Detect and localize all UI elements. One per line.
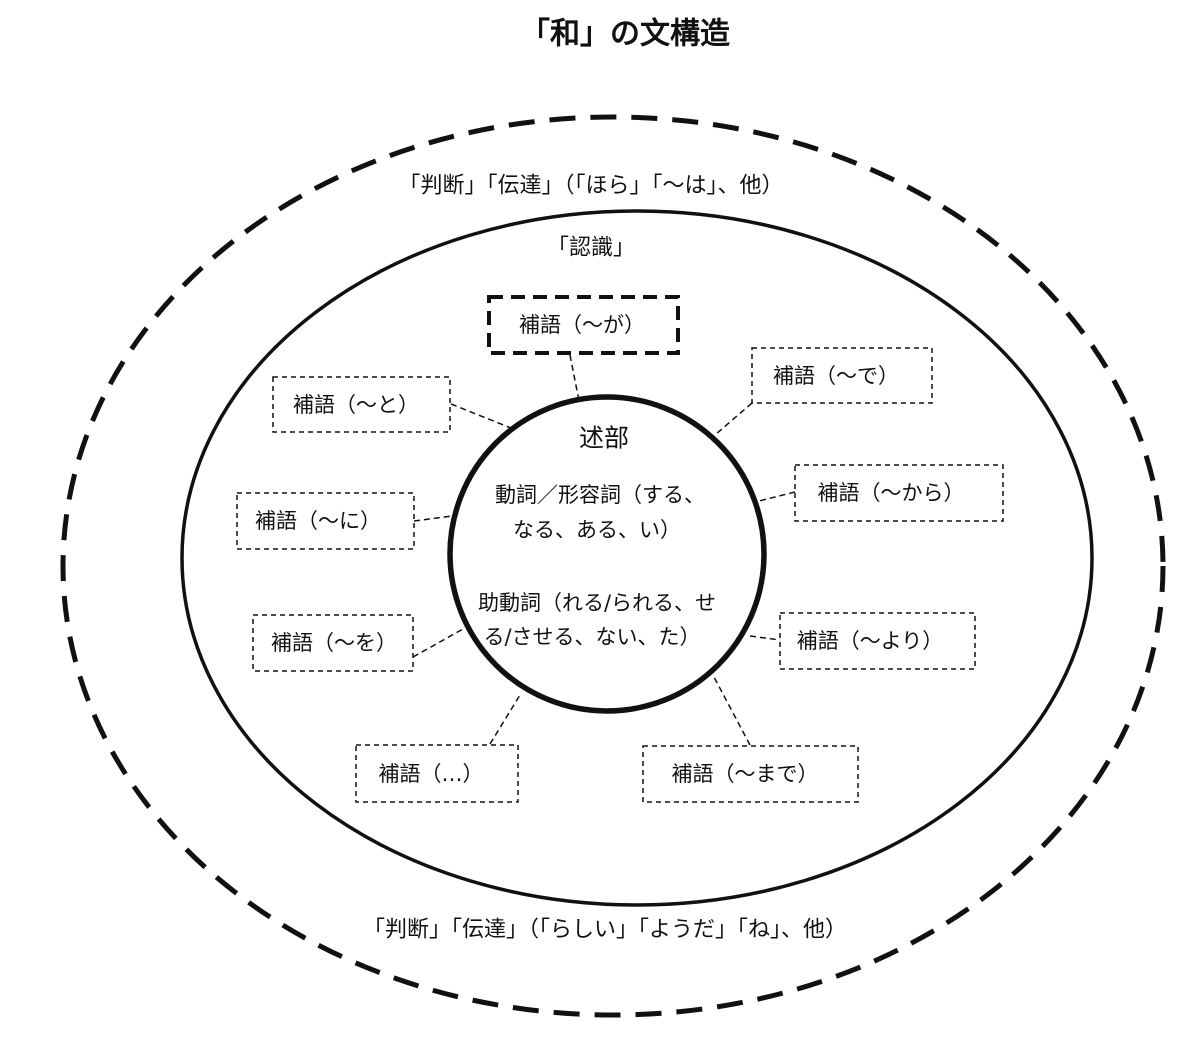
complement-box-kara: 補語（～から） xyxy=(794,464,1004,522)
complement-box-ni: 補語（～に） xyxy=(236,492,415,550)
complement-box-frame xyxy=(794,464,1004,522)
complement-box-frame xyxy=(751,347,933,404)
complement-box-frame xyxy=(487,295,680,355)
connector-de xyxy=(707,402,753,442)
outer-layer-bottom-label: 「判断」「伝達」（「らしい」「ようだ」「ね」、他） xyxy=(363,918,847,943)
complement-box-etc: 補語（…） xyxy=(355,744,519,803)
complement-box-made: 補語（～まで） xyxy=(642,745,859,803)
complement-label: 補語（～から） xyxy=(818,481,965,505)
complement-box-ga: 補語（～が） xyxy=(487,295,680,355)
complement-box-yori: 補語（～より） xyxy=(779,612,976,670)
complement-label: 補語（～より） xyxy=(797,629,944,653)
complement-box-frame xyxy=(355,744,519,803)
complement-label: 補語（…） xyxy=(379,762,484,786)
inner-layer-ring xyxy=(180,209,1094,907)
complement-label: 補語（～と） xyxy=(293,393,419,417)
connector-kara xyxy=(754,491,796,503)
connector-yori xyxy=(749,635,781,641)
outer-layer-ring xyxy=(60,114,1166,1018)
complement-label: 補語（～を） xyxy=(271,631,397,655)
complement-label: 補語（～で） xyxy=(773,364,899,388)
complement-label: 補語（～が） xyxy=(519,313,645,337)
predicate-core: 述部 動詞／形容詞（する、 なる、ある、い） 助動詞（れる/られる、せ る/させ… xyxy=(447,394,767,714)
inner-layer-label: 「認識」 xyxy=(547,236,635,261)
complement-box-wo: 補語（～を） xyxy=(252,614,414,672)
diagram-title: 「和」の文構造 xyxy=(520,17,730,52)
complement-label: 補語（～に） xyxy=(255,509,381,533)
complement-box-de: 補語（～で） xyxy=(751,347,933,404)
predicate-line-verb: 動詞／形容詞（する、 xyxy=(495,483,705,507)
predicate-line-auxiliary-cont: る/させる、ない、た） xyxy=(483,625,700,649)
outer-layer-top-label: 「判断」「伝達」（「ほら」「～は」、他） xyxy=(398,174,783,199)
predicate-line-auxiliary: 助動詞（れる/られる、せ xyxy=(478,591,716,615)
complement-box-to: 補語（～と） xyxy=(272,376,451,433)
connector-made xyxy=(713,676,751,746)
complement-box-frame xyxy=(779,612,976,670)
complement-box-frame xyxy=(272,376,451,433)
complement-box-frame xyxy=(252,614,414,672)
complement-box-frame xyxy=(236,492,415,550)
complement-box-frame xyxy=(642,745,859,803)
predicate-heading: 述部 xyxy=(579,424,629,453)
predicate-line-verb-cont: なる、ある、い） xyxy=(513,518,681,542)
connector-to xyxy=(450,403,522,433)
predicate-circle xyxy=(447,394,767,714)
connector-etc xyxy=(489,694,521,745)
complement-label: 補語（～まで） xyxy=(672,762,819,786)
connector-ni xyxy=(413,515,453,522)
connector-wo xyxy=(412,628,464,658)
